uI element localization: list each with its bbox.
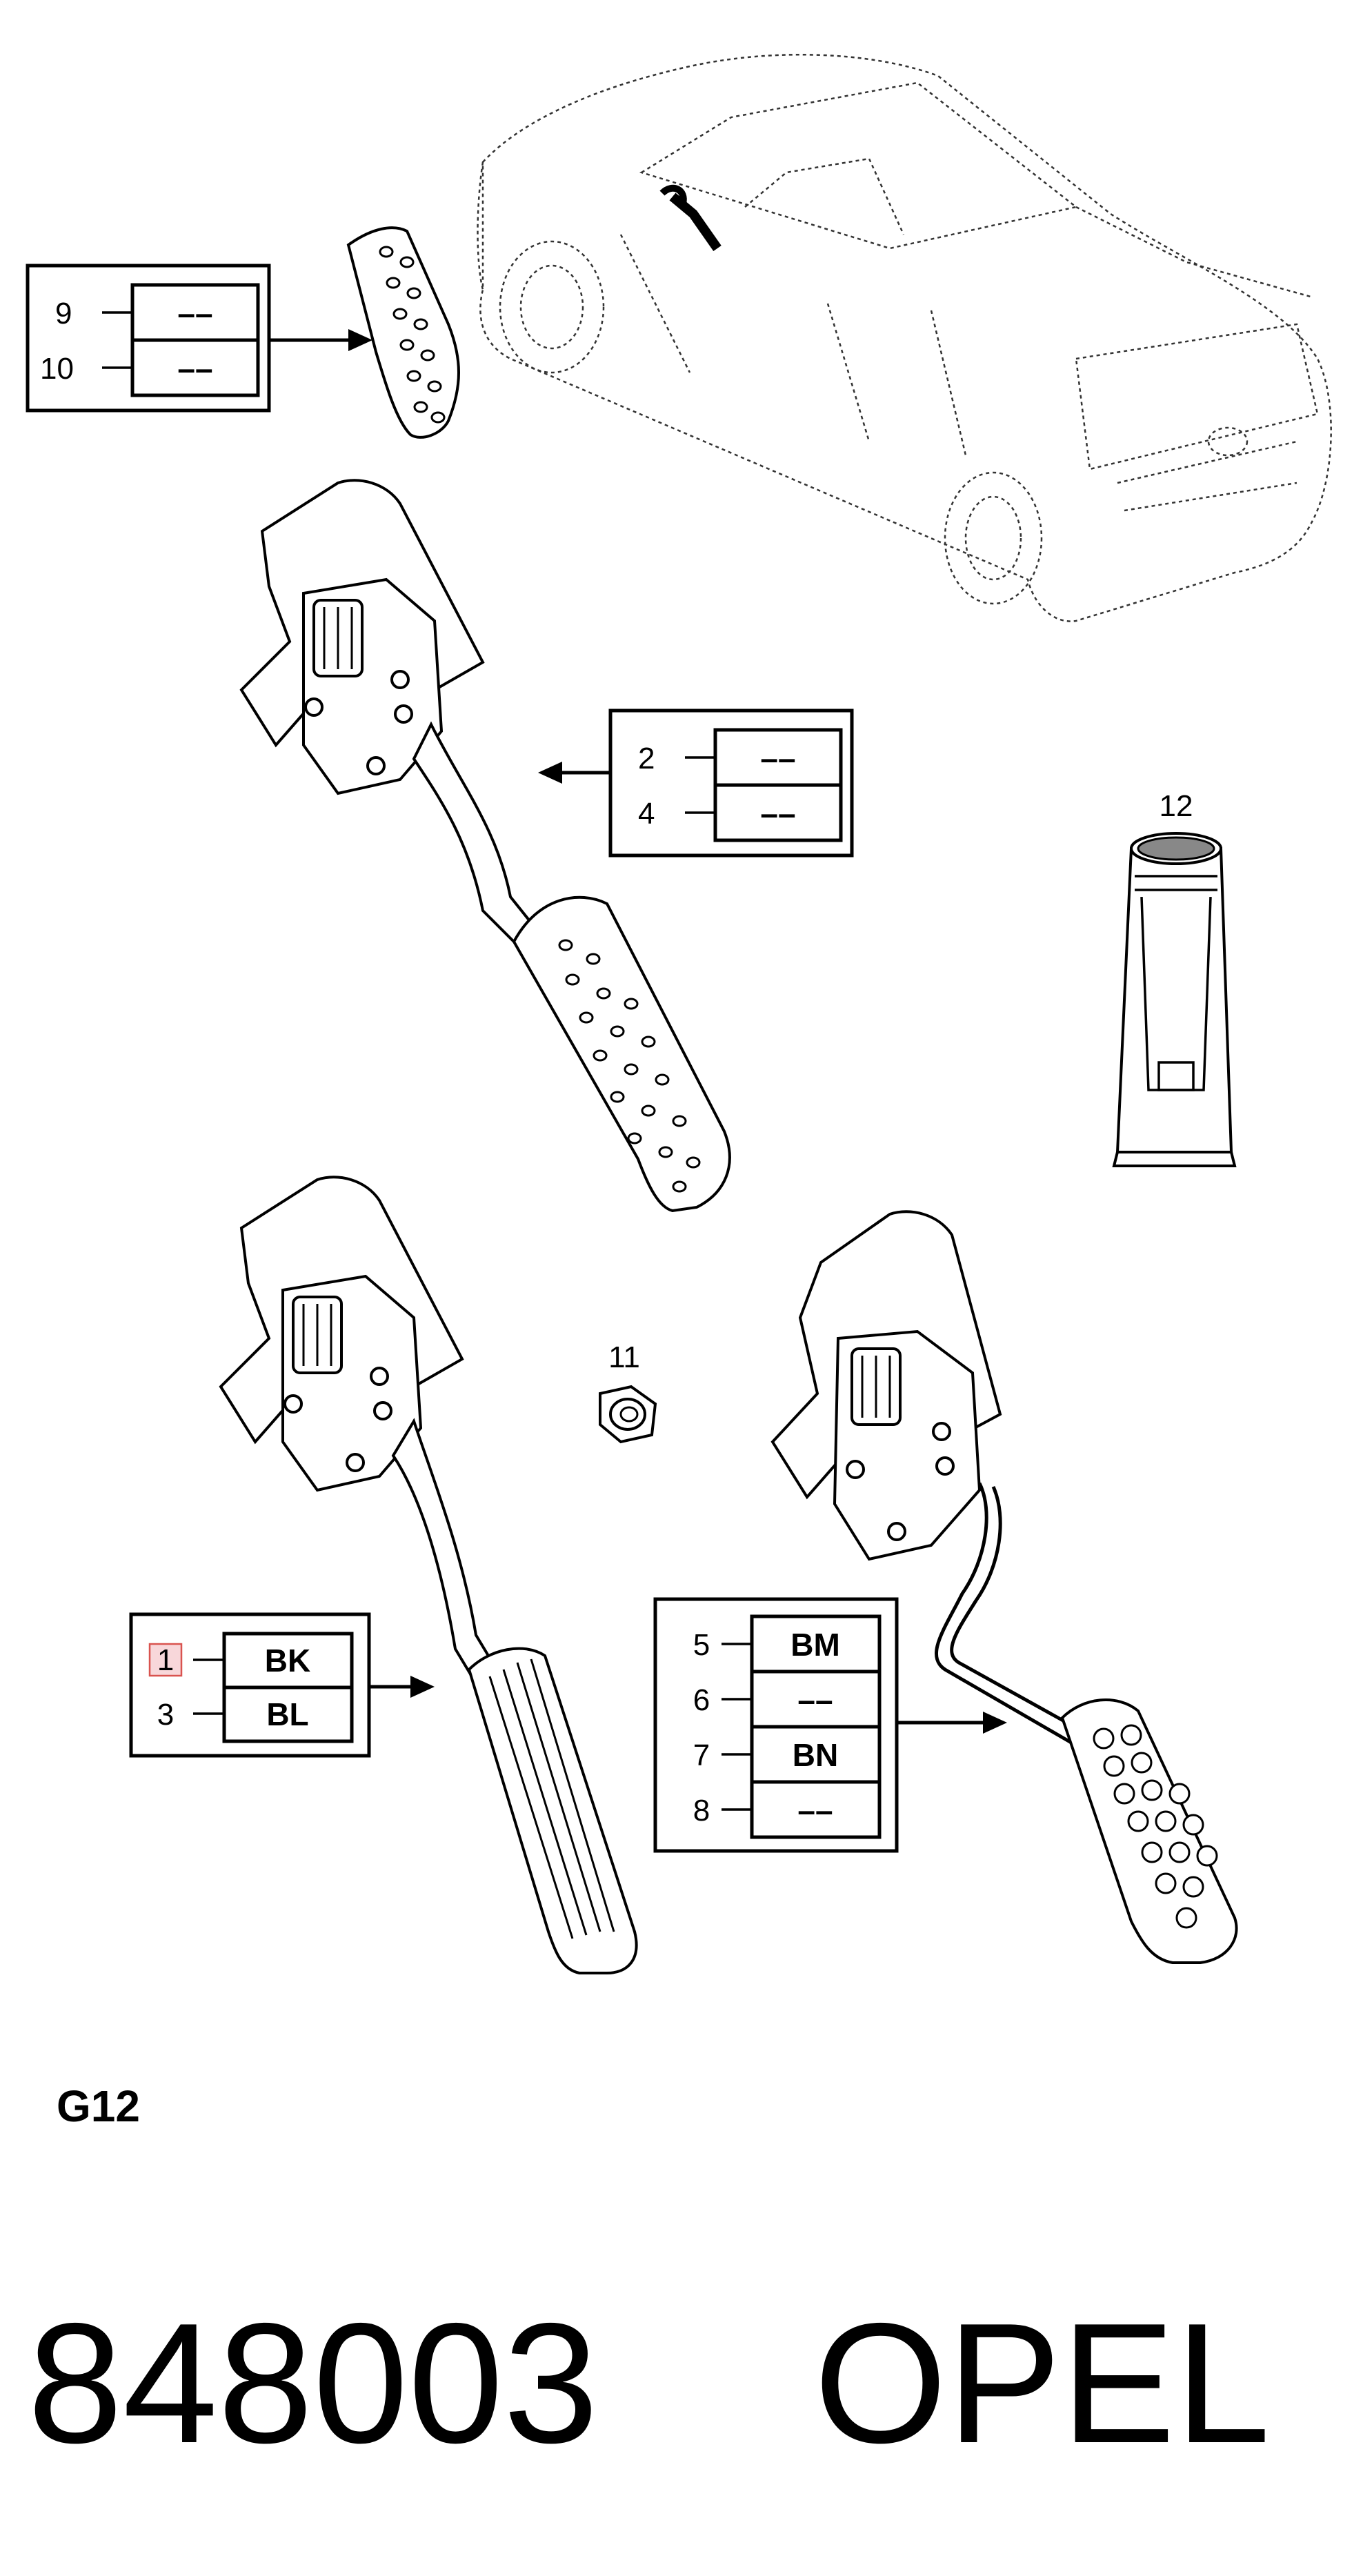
pedal-pad-illustration: [346, 226, 460, 439]
callout-num-6: 6: [693, 1683, 710, 1717]
callout-num-10: 10: [40, 352, 74, 386]
part-label-11: 11: [608, 1340, 640, 1374]
callout-num-8: 8: [693, 1794, 710, 1827]
callout-num-3: 3: [157, 1698, 174, 1732]
callout-num-9: 9: [55, 297, 72, 330]
part-12-tube: 12: [1112, 789, 1237, 1167]
pedal-assembly-right: [770, 1210, 1238, 1964]
brand-name: OPEL: [814, 2287, 1271, 2479]
callout-code-7: BN: [793, 1737, 838, 1773]
callout-code-3: BL: [266, 1696, 308, 1732]
part-11-nut: 11: [599, 1340, 657, 1444]
pedal-assembly-left: [219, 1176, 638, 1974]
part-label-12: 12: [1160, 789, 1193, 823]
callout-code-9: ––: [177, 295, 212, 331]
callout-box-5-8: 5 6 7 8 BM –– BN ––: [653, 1597, 1007, 1853]
callout-box-1-3: 1 3 BK BL: [129, 1612, 435, 1758]
callout-code-4: ––: [760, 795, 795, 831]
callout-code-2: ––: [760, 740, 795, 776]
callout-code-5: BM: [790, 1627, 840, 1663]
callout-box-2-4: 2 4 –– ––: [538, 709, 854, 858]
callout-num-5: 5: [693, 1628, 710, 1662]
callout-num-1: 1: [157, 1643, 174, 1677]
callout-code-1: BK: [265, 1643, 310, 1678]
car-illustration: [477, 53, 1332, 622]
callout-num-2: 2: [638, 742, 655, 775]
callout-box-9-10: 9 10 –– ––: [26, 264, 372, 413]
callout-num-7: 7: [693, 1738, 710, 1772]
pedal-assembly-top: [239, 479, 731, 1213]
callout-code-6: ––: [797, 1682, 833, 1718]
callout-code-10: ––: [177, 350, 212, 386]
callout-1-highlight: [148, 1643, 183, 1677]
section-code: G12: [57, 2081, 140, 2131]
callout-code-8: ––: [797, 1792, 833, 1828]
catalog-number: 848003: [28, 2287, 599, 2479]
callout-num-4: 4: [638, 797, 655, 831]
